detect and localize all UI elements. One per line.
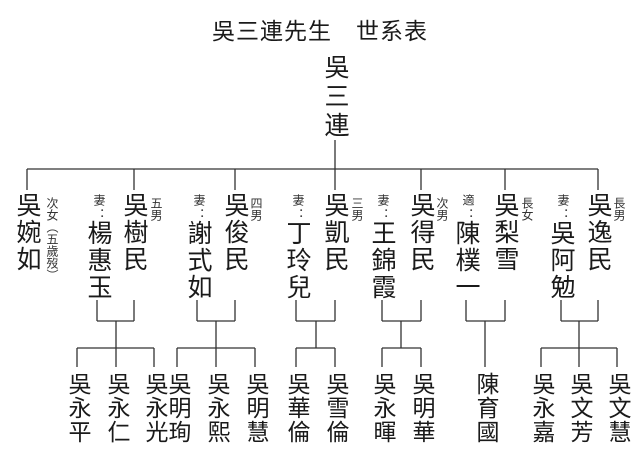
person-g3-note: 四男 <box>249 197 263 221</box>
spouse-g4-label: 妻： <box>291 194 305 222</box>
spouse-g2-name: 楊惠玉 <box>84 220 113 301</box>
grandchild-name: 吳文慧 <box>604 372 630 444</box>
person-g1-name: 吳婉如 <box>13 192 42 273</box>
spouse-g2-label: 妻： <box>92 194 106 222</box>
grandchild-name: 吳永熙 <box>203 372 229 444</box>
grandchild-name: 陳育國 <box>472 372 498 444</box>
grandchild-name: 吳雪倫 <box>322 372 348 444</box>
spouse-g5-name: 王錦霞 <box>368 220 397 301</box>
spouse-g3-label: 妻： <box>192 194 206 222</box>
grandchild-name: 吳明華 <box>408 372 434 444</box>
spouse-g7-label: 妻： <box>556 194 570 222</box>
person-g3-name: 吳俊民 <box>221 192 250 273</box>
spouse-g4-name: 丁玲兒 <box>283 220 312 301</box>
grandchild-name: 吳文芳 <box>566 372 592 444</box>
spouse-g7-name: 吳阿勉 <box>547 220 576 301</box>
person-g5-note: 次男 <box>435 197 449 221</box>
spouse-g5-label: 妻： <box>376 194 390 222</box>
person-g4-name: 吳凱民 <box>321 192 350 273</box>
person-g6-name: 吳梨雪 <box>491 192 520 273</box>
grandchild-name: 吳永暉 <box>369 372 395 444</box>
person-g2-name: 吳樹民 <box>120 192 149 273</box>
person-g7-note: 長男 <box>612 197 626 221</box>
page-title: 吳三連先生 世系表 <box>212 19 428 45</box>
grandchild-name: 吳永仁 <box>103 372 129 444</box>
person-g1-note: 次女（五歲歿） <box>45 197 59 281</box>
grandchild-name: 吳永光 <box>141 372 167 444</box>
person-g5-name: 吳得民 <box>407 192 436 273</box>
spouse-g3-name: 謝式如 <box>184 220 213 301</box>
person-g6-note: 長女 <box>520 197 534 221</box>
grandchild-name: 吳明珣 <box>164 372 190 444</box>
grandchild-name: 吳明慧 <box>242 372 268 444</box>
person-g7-name: 吳逸民 <box>584 192 613 273</box>
grandchild-name: 吳華倫 <box>283 372 309 444</box>
grandchild-name: 吳永平 <box>64 372 90 444</box>
grandchild-name: 吳永嘉 <box>528 372 554 444</box>
spouse-g6-label: 適： <box>461 194 475 222</box>
person-g4-note: 三男 <box>350 197 364 221</box>
person-g2-note: 五男 <box>149 197 163 221</box>
root-name: 吳三連 <box>321 54 350 141</box>
spouse-g6-name: 陳樸一 <box>452 220 481 301</box>
